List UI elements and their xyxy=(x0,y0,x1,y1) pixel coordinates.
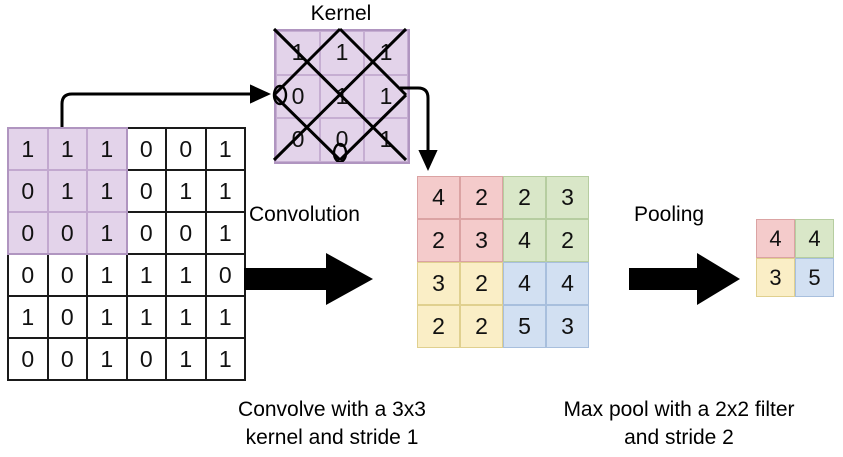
feature-cell-3-1: 2 xyxy=(460,305,503,348)
pooling-caption: Max pool with a 2x2 filter and stride 2 xyxy=(524,396,834,451)
input-cell-5-5: 1 xyxy=(204,337,246,381)
input-cell-2-1: 0 xyxy=(46,211,88,255)
input-cell-5-2: 1 xyxy=(86,337,128,381)
feature-cell-1-3: 2 xyxy=(546,219,589,262)
input-cell-4-0: 1 xyxy=(7,295,49,339)
input-cell-1-1: 1 xyxy=(46,169,88,213)
pooled-cell-0-1: 4 xyxy=(795,219,834,258)
input-cell-4-4: 1 xyxy=(165,295,207,339)
input-cell-2-5: 1 xyxy=(204,211,246,255)
input-cell-0-3: 0 xyxy=(125,127,167,171)
feature-cell-3-3: 3 xyxy=(546,305,589,348)
pooled-cell-1-1: 5 xyxy=(795,258,834,297)
feature-cell-1-2: 4 xyxy=(503,219,546,262)
input-cell-0-0: 1 xyxy=(7,127,49,171)
input-cell-0-5: 1 xyxy=(204,127,246,171)
convolution-caption: Convolve with a 3x3 kernel and stride 1 xyxy=(182,396,482,451)
input-cell-4-5: 1 xyxy=(204,295,246,339)
feature-cell-2-1: 2 xyxy=(460,262,503,305)
feature-cell-1-0: 2 xyxy=(417,219,460,262)
input-cell-0-2: 1 xyxy=(86,127,128,171)
feature-cell-0-0: 4 xyxy=(417,176,460,219)
convolution-arrow-icon xyxy=(244,253,373,305)
pooling-caption-line-1: Max pool with a 2x2 filter xyxy=(563,398,795,421)
kernel-cell-0-1: 1 xyxy=(320,31,364,75)
feature-cell-3-2: 5 xyxy=(503,305,546,348)
pooled-cell-0-0: 4 xyxy=(756,219,795,258)
kernel-title: Kernel xyxy=(310,2,372,25)
input-cell-2-3: 0 xyxy=(125,211,167,255)
input-cell-0-4: 0 xyxy=(165,127,207,171)
feature-cell-1-1: 3 xyxy=(460,219,503,262)
input-cell-1-3: 0 xyxy=(125,169,167,213)
input-cell-1-2: 1 xyxy=(86,169,128,213)
feature-cell-3-0: 2 xyxy=(417,305,460,348)
pooling-step-label: Pooling xyxy=(634,203,705,226)
input-cell-3-1: 0 xyxy=(46,253,88,297)
kernel-cell-1-1: 1 xyxy=(320,74,364,119)
input-cell-3-2: 1 xyxy=(86,253,128,297)
feature-cell-0-2: 2 xyxy=(503,176,546,219)
input-cell-5-3: 0 xyxy=(125,337,167,381)
input-cell-2-4: 0 xyxy=(165,211,207,255)
input-cell-5-4: 1 xyxy=(165,337,207,381)
input-cell-5-1: 0 xyxy=(46,337,88,381)
input-cell-1-0: 0 xyxy=(7,169,49,213)
input-cell-3-0: 0 xyxy=(7,253,49,297)
input-cell-3-4: 1 xyxy=(165,253,207,297)
feature-cell-0-3: 3 xyxy=(546,176,589,219)
input-cell-4-1: 0 xyxy=(46,295,88,339)
feature-cell-2-0: 3 xyxy=(417,262,460,305)
input-cell-3-5: 0 xyxy=(204,253,246,297)
input-cell-3-3: 1 xyxy=(125,253,167,297)
convolution-step-label: Convolution xyxy=(249,203,360,226)
kernel-cell-2-2: 1 xyxy=(364,118,408,162)
kernel-cell-2-0: 0 xyxy=(276,118,320,162)
input-cell-2-0: 0 xyxy=(7,211,49,255)
kernel-cell-1-0: 0 xyxy=(276,74,320,119)
pooling-caption-line-2: and stride 2 xyxy=(624,425,734,449)
input-cell-0-1: 1 xyxy=(46,127,88,171)
kernel-cell-0-2: 1 xyxy=(364,31,408,75)
convolution-caption-line-1: Convolve with a 3x3 xyxy=(238,398,426,421)
pooled-cell-1-0: 3 xyxy=(756,258,795,297)
pooling-arrow-icon xyxy=(629,253,740,305)
input-cell-4-2: 1 xyxy=(86,295,128,339)
feature-cell-2-3: 4 xyxy=(546,262,589,305)
input-cell-1-5: 1 xyxy=(204,169,246,213)
kernel-cell-0-0: 1 xyxy=(276,31,320,75)
input-cell-1-4: 1 xyxy=(165,169,207,213)
input-cell-2-2: 1 xyxy=(86,211,128,255)
input-cell-4-3: 1 xyxy=(125,295,167,339)
input-cell-5-0: 0 xyxy=(7,337,49,381)
convolution-caption-line-2: kernel and stride 1 xyxy=(245,425,419,449)
kernel-cell-1-2: 1 xyxy=(364,74,408,119)
feature-cell-2-2: 4 xyxy=(503,262,546,305)
kernel-cell-2-1: 0 xyxy=(320,118,364,162)
feature-cell-0-1: 2 xyxy=(460,176,503,219)
